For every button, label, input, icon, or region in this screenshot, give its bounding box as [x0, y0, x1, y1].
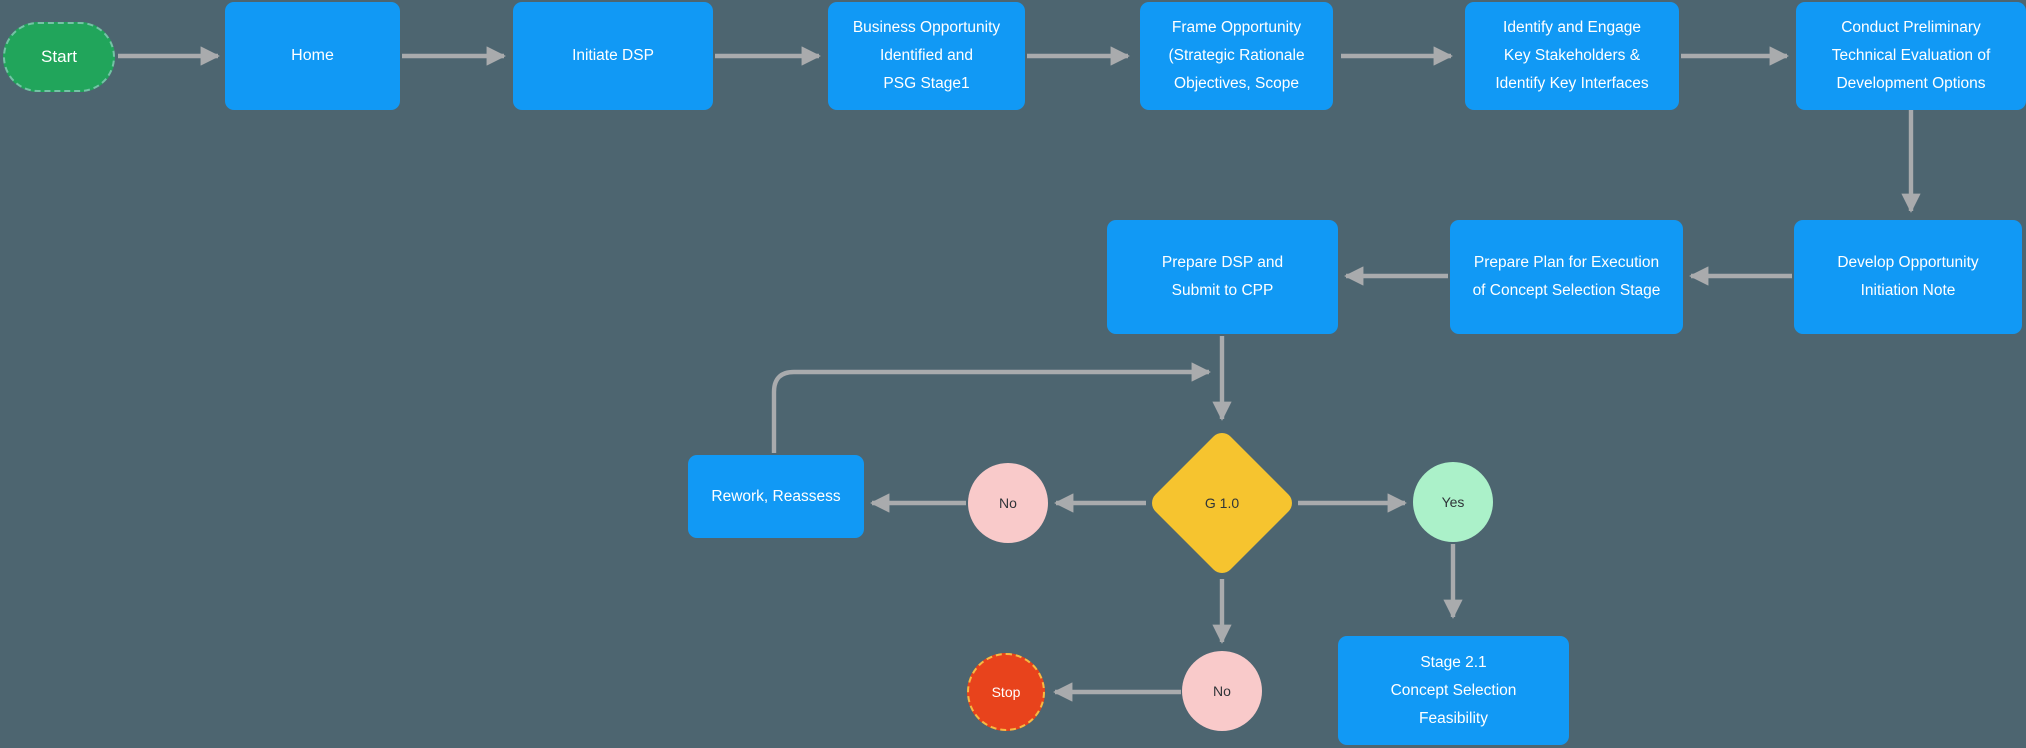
node-rework-reassess[interactable]: Rework, Reassess: [688, 455, 864, 538]
node-no-bottom-label: No: [1213, 683, 1231, 699]
node-prepare-plan[interactable]: Prepare Plan for Execution of Concept Se…: [1450, 220, 1683, 334]
node-gate-g1-label: G 1.0: [1204, 495, 1240, 511]
node-frame-opportunity-label: Frame Opportunity (Strategic Rationale O…: [1168, 19, 1305, 92]
node-gate-g1[interactable]: G 1.0: [1147, 428, 1297, 578]
node-home-label: Home: [291, 47, 334, 64]
node-stop[interactable]: Stop: [967, 653, 1045, 731]
node-yes-label: Yes: [1441, 494, 1465, 510]
node-prepare-dsp-label: Prepare DSP and Submit to CPP: [1161, 254, 1284, 299]
node-identify-stakeholders[interactable]: Identify and Engage Key Stakeholders & I…: [1465, 2, 1679, 110]
node-develop-initiation-note-label: Develop Opportunity Initiation Note: [1837, 254, 1979, 299]
node-initiate-dsp[interactable]: Initiate DSP: [513, 2, 713, 110]
node-no-mid-label: No: [999, 495, 1017, 511]
node-business-opportunity[interactable]: Business Opportunity Identified and PSG …: [828, 2, 1025, 110]
node-prepare-dsp[interactable]: Prepare DSP and Submit to CPP: [1107, 220, 1338, 334]
edge-rework-loop: [771, 362, 1211, 453]
node-start[interactable]: Start: [3, 22, 115, 92]
node-start-label: Start: [41, 47, 77, 66]
node-frame-opportunity[interactable]: Frame Opportunity (Strategic Rationale O…: [1140, 2, 1333, 110]
node-no-bottom[interactable]: No: [1182, 651, 1262, 731]
node-identify-stakeholders-label: Identify and Engage Key Stakeholders & I…: [1495, 19, 1649, 92]
node-develop-initiation-note[interactable]: Develop Opportunity Initiation Note: [1794, 220, 2022, 334]
node-rework-reassess-label: Rework, Reassess: [711, 487, 841, 505]
node-yes[interactable]: Yes: [1413, 462, 1493, 542]
node-conduct-evaluation[interactable]: Conduct Preliminary Technical Evaluation…: [1796, 2, 2026, 110]
node-no-mid[interactable]: No: [968, 463, 1048, 543]
node-stop-label: Stop: [991, 684, 1021, 700]
node-stage-2-1-label: Stage 2.1 Concept Selection Feasibility: [1390, 653, 1517, 727]
node-business-opportunity-label: Business Opportunity Identified and PSG …: [852, 19, 1001, 92]
node-initiate-dsp-label: Initiate DSP: [572, 47, 654, 64]
node-prepare-plan-label: Prepare Plan for Execution of Concept Se…: [1472, 254, 1661, 299]
node-stage-2-1[interactable]: Stage 2.1 Concept Selection Feasibility: [1338, 636, 1569, 745]
node-conduct-evaluation-label: Conduct Preliminary Technical Evaluation…: [1831, 19, 1991, 92]
node-home[interactable]: Home: [225, 2, 400, 110]
